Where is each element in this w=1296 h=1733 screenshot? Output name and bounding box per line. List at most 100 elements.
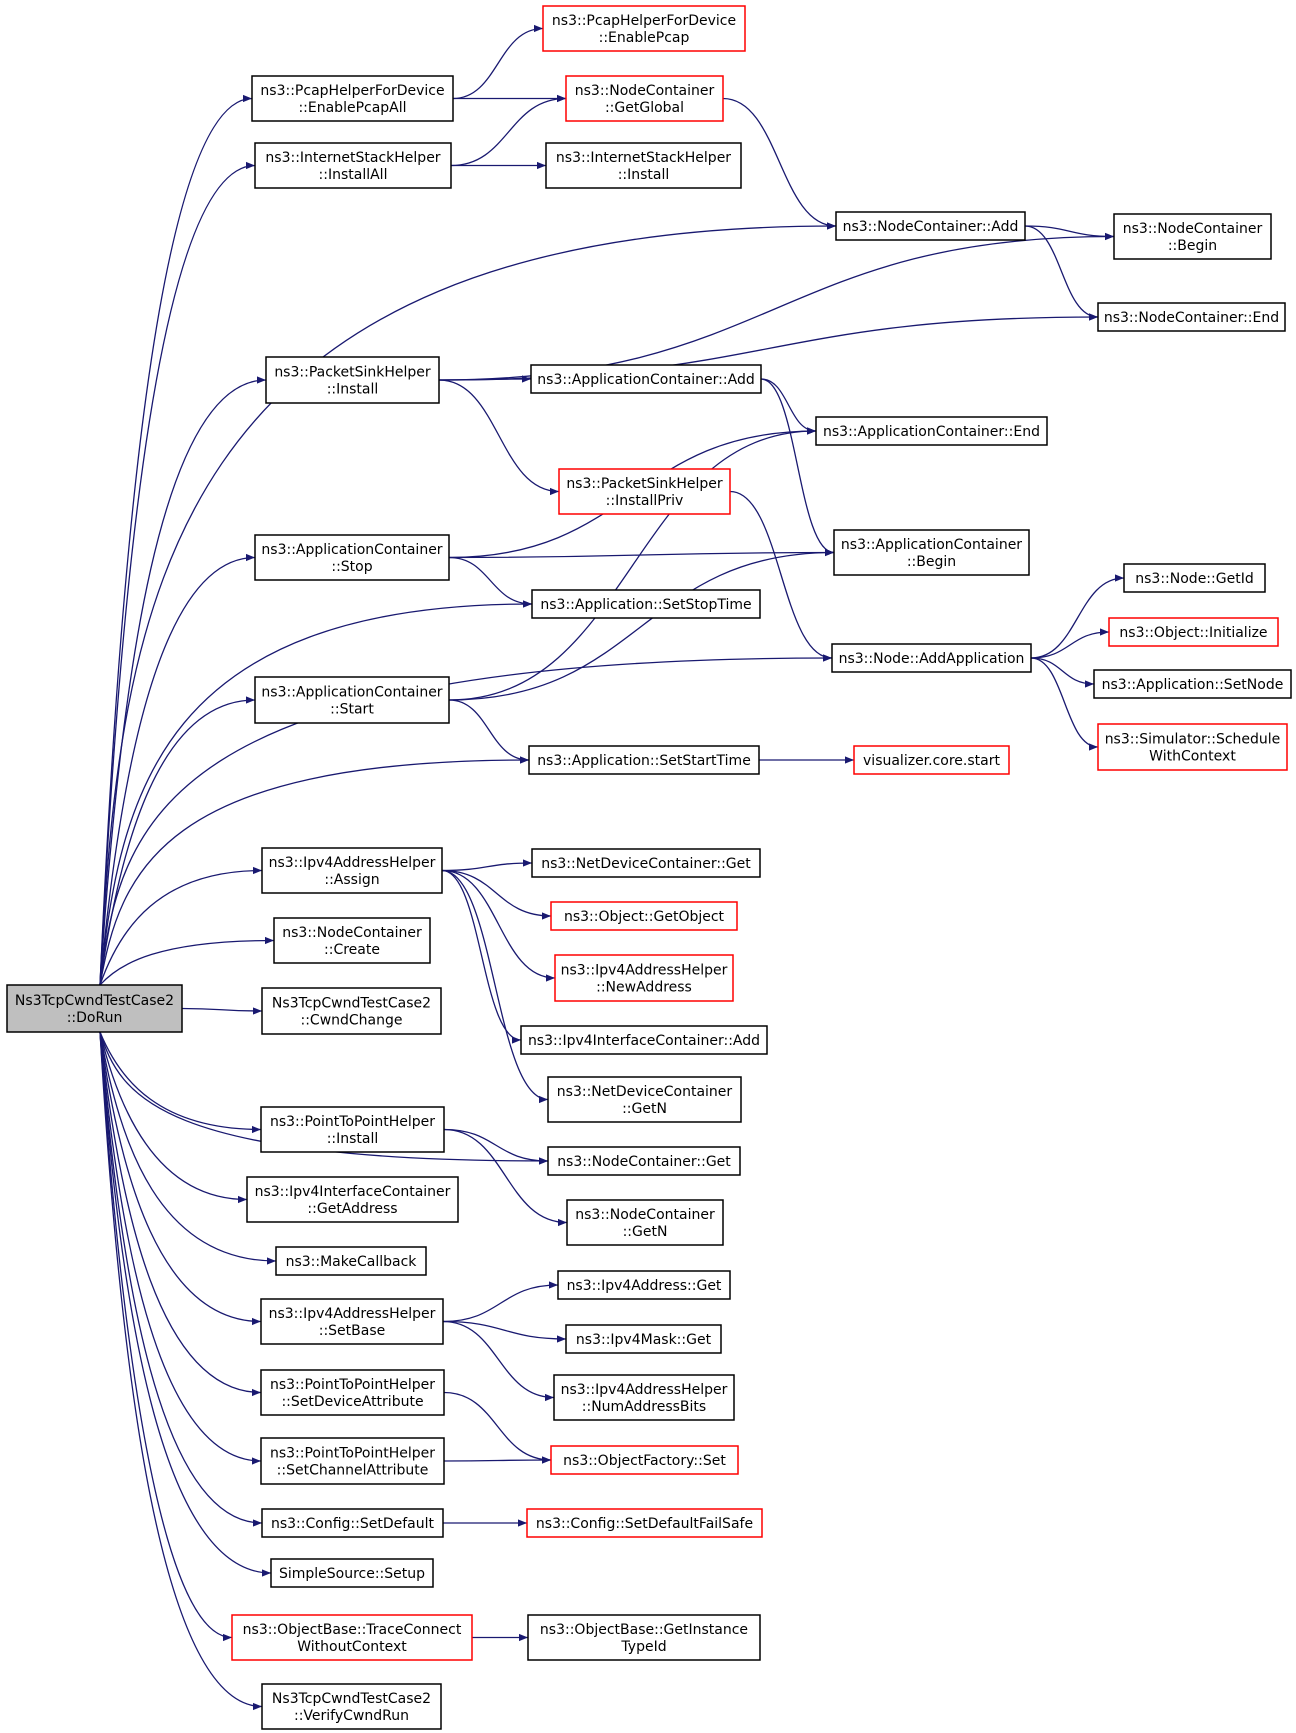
edge-root-to-pcap_enablepcapall xyxy=(99,94,253,986)
node-of-set[interactable]: ns3::ObjectFactory::Set xyxy=(550,1445,739,1475)
node-root[interactable]: Ns3TcpCwndTestCase2::DoRun xyxy=(6,984,183,1033)
node-label: ns3::PointToPointHelper xyxy=(270,1114,435,1130)
node-label: ::SetChannelAttribute xyxy=(277,1463,429,1479)
node-vis-start[interactable]: visualizer.core.start xyxy=(853,745,1010,775)
node-box xyxy=(1113,213,1272,260)
node-ac-end[interactable]: ns3::ApplicationContainer::End xyxy=(815,416,1048,446)
edge-root-to-ac_stop xyxy=(99,553,256,986)
node-ac-add[interactable]: ns3::ApplicationContainer::Add xyxy=(530,364,762,394)
node-label: ns3::PointToPointHelper xyxy=(270,1446,435,1462)
edge-psh_installpriv-to-node_addapp xyxy=(729,490,833,662)
node-ipv4ah-numaddrbits[interactable]: ns3::Ipv4AddressHelper::NumAddressBits xyxy=(553,1374,735,1421)
node-nc-create[interactable]: ns3::NodeContainer::Create xyxy=(273,917,431,964)
node-obj-getobject[interactable]: ns3::Object::GetObject xyxy=(550,901,738,931)
node-config-setdefault[interactable]: ns3::Config::SetDefault xyxy=(261,1508,444,1538)
node-box xyxy=(261,987,442,1035)
node-cwndchange[interactable]: Ns3TcpCwndTestCase2::CwndChange xyxy=(261,987,442,1035)
node-label: ns3::PcapHelperForDevice xyxy=(260,83,444,99)
node-makecallback[interactable]: ns3::MakeCallback xyxy=(275,1246,427,1276)
node-ac-start[interactable]: ns3::ApplicationContainer::Start xyxy=(254,676,450,724)
edge-ish_installall-to-nc_getglobal xyxy=(450,94,567,167)
node-box xyxy=(261,847,443,894)
node-label: ns3::ObjectBase::TraceConnect xyxy=(243,1622,462,1638)
node-ish-installall[interactable]: ns3::InternetStackHelper::InstallAll xyxy=(254,142,452,189)
node-node-addapp[interactable]: ns3::Node::AddApplication xyxy=(831,643,1032,673)
node-box xyxy=(254,142,452,189)
node-simplesource-setup[interactable]: SimpleSource::Setup xyxy=(270,1558,434,1588)
node-ipv4ic-add[interactable]: ns3::Ipv4InterfaceContainer::Add xyxy=(520,1025,768,1055)
edge-root-to-p2p_setchannelattr xyxy=(99,1031,262,1465)
node-box xyxy=(254,534,450,581)
node-label: ns3::Config::SetDefaultFailSafe xyxy=(536,1516,753,1532)
node-nc-get[interactable]: ns3::NodeContainer::Get xyxy=(547,1146,741,1176)
node-box xyxy=(547,1146,741,1176)
node-app-setnode[interactable]: ns3::Application::SetNode xyxy=(1093,669,1292,699)
node-box xyxy=(260,1106,445,1153)
node-box xyxy=(531,589,761,619)
node-ac-stop[interactable]: ns3::ApplicationContainer::Stop xyxy=(254,534,450,581)
node-app-setstarttime[interactable]: ns3::Application::SetStartTime xyxy=(528,745,760,775)
node-app-setstoptime[interactable]: ns3::Application::SetStopTime xyxy=(531,589,761,619)
node-p2p-install[interactable]: ns3::PointToPointHelper::Install xyxy=(260,1106,445,1153)
node-box xyxy=(1123,563,1266,593)
node-label: ns3::Simulator::Schedule xyxy=(1105,732,1281,748)
node-verifycwndrun[interactable]: Ns3TcpCwndTestCase2::VerifyCwndRun xyxy=(261,1683,442,1730)
edge-psh_install-to-ac_add xyxy=(438,375,532,383)
edge-root-to-verifycwndrun xyxy=(99,1031,263,1711)
node-psh-install[interactable]: ns3::PacketSinkHelper::Install xyxy=(265,356,440,404)
node-nc-begin[interactable]: ns3::NodeContainer::Begin xyxy=(1113,213,1272,260)
edge-node_addapp-to-node_getid xyxy=(1030,574,1125,659)
node-nc-getn[interactable]: ns3::NodeContainer::GetN xyxy=(566,1199,724,1246)
edge-root-to-ob_traceconnect xyxy=(99,1031,233,1642)
node-node-getid[interactable]: ns3::Node::GetId xyxy=(1123,563,1266,593)
node-pcap-enablepcapall[interactable]: ns3::PcapHelperForDevice::EnablePcapAll xyxy=(251,75,454,122)
node-ipv4ah-assign[interactable]: ns3::Ipv4AddressHelper::Assign xyxy=(261,847,443,894)
node-obj-initialize[interactable]: ns3::Object::Initialize xyxy=(1108,617,1279,647)
node-config-setdefaultfs[interactable]: ns3::Config::SetDefaultFailSafe xyxy=(526,1508,763,1538)
node-ob-traceconnect[interactable]: ns3::ObjectBase::TraceConnectWithoutCont… xyxy=(231,1614,473,1661)
node-label: ns3::NetDeviceContainer::Get xyxy=(541,856,751,872)
node-nc-add[interactable]: ns3::NodeContainer::Add xyxy=(835,211,1026,241)
node-box xyxy=(265,356,440,404)
node-box xyxy=(1093,669,1292,699)
node-box xyxy=(275,1246,427,1276)
node-label: ::InstallPriv xyxy=(606,493,684,509)
node-p2p-setchannelattr[interactable]: ns3::PointToPointHelper::SetChannelAttri… xyxy=(260,1437,445,1485)
node-psh-installpriv[interactable]: ns3::PacketSinkHelper::InstallPriv xyxy=(558,468,731,515)
edge-psh_install-to-psh_installpriv xyxy=(438,379,560,496)
edge-ipv4ah_assign-to-obj_getobject xyxy=(441,869,552,920)
node-ndc-get[interactable]: ns3::NetDeviceContainer::Get xyxy=(531,848,761,878)
edge-ac_start-to-ac_end xyxy=(448,427,817,701)
node-label: SimpleSource::Setup xyxy=(279,1566,425,1582)
edge-node_addapp-to-app_setnode xyxy=(1030,657,1095,688)
node-label: ns3::PacketSinkHelper xyxy=(274,365,431,381)
node-ish-install[interactable]: ns3::InternetStackHelper::Install xyxy=(545,142,742,189)
node-box xyxy=(6,984,183,1033)
node-ipv4ah-newaddress[interactable]: ns3::Ipv4AddressHelper::NewAddress xyxy=(554,954,734,1002)
node-ndc-getn[interactable]: ns3::NetDeviceContainer::GetN xyxy=(547,1076,742,1123)
node-label: ::GetN xyxy=(623,1224,668,1240)
node-label: ns3::Ipv4InterfaceContainer::Add xyxy=(528,1033,760,1049)
node-ipv4ic-getaddress[interactable]: ns3::Ipv4InterfaceContainer::GetAddress xyxy=(246,1176,459,1223)
node-ipv4addr-get[interactable]: ns3::Ipv4Address::Get xyxy=(557,1270,731,1300)
node-box xyxy=(833,529,1030,576)
node-label: ::DoRun xyxy=(67,1010,123,1026)
edge-p2p_setchannelattr-to-of_set xyxy=(443,1456,552,1464)
node-ac-begin[interactable]: ns3::ApplicationContainer::Begin xyxy=(833,529,1030,576)
node-label: ns3::PcapHelperForDevice xyxy=(552,13,736,29)
edge-pcap_enablepcapall-to-pcap_dev_enablepcap xyxy=(452,24,544,100)
node-box xyxy=(835,211,1026,241)
node-nc-getglobal[interactable]: ns3::NodeContainer::GetGlobal xyxy=(565,75,724,122)
node-pcap-dev-enablepcap[interactable]: ns3::PcapHelperForDevice::EnablePcap xyxy=(542,5,746,52)
node-box xyxy=(566,1199,724,1246)
node-label: Ns3TcpCwndTestCase2 xyxy=(272,996,431,1012)
node-ipv4mask-get[interactable]: ns3::Ipv4Mask::Get xyxy=(565,1324,722,1354)
node-ipv4ah-setbase[interactable]: ns3::Ipv4AddressHelper::SetBase xyxy=(260,1298,444,1345)
node-label: ::VerifyCwndRun xyxy=(294,1708,409,1724)
node-p2p-setdeviceattr[interactable]: ns3::PointToPointHelper::SetDeviceAttrib… xyxy=(260,1369,445,1416)
edge-root-to-p2p_install xyxy=(99,1031,262,1134)
node-nc-end[interactable]: ns3::NodeContainer::End xyxy=(1097,302,1286,332)
node-label: ::SetDeviceAttribute xyxy=(281,1394,423,1410)
